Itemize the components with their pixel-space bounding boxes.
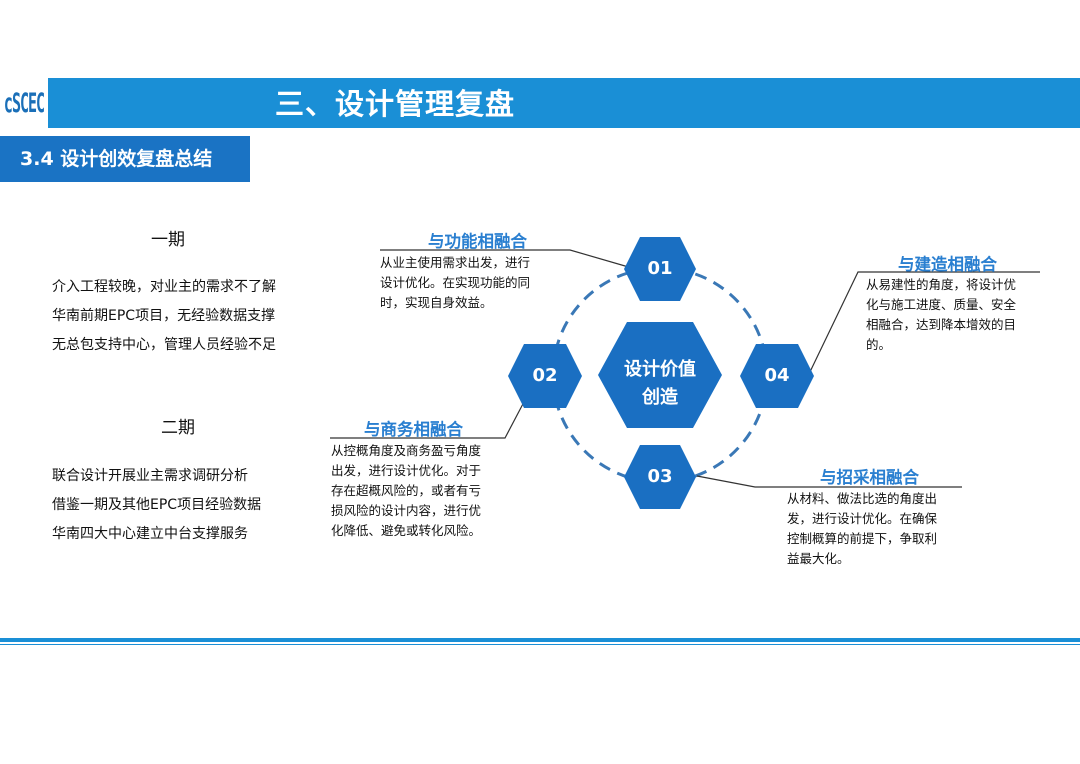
node-heading-01: 与功能相融合 (428, 232, 527, 251)
node-desc-03: 从材料、做法比选的角度出 发，进行设计优化。在确保 控制概算的前提下，争取利 益… (787, 491, 938, 566)
section-tab: 3.4 设计创效复盘总结 (0, 136, 250, 182)
footer-line-thin (0, 644, 1080, 645)
phase1-line: 华南前期EPC项目，无经验数据支撑 (52, 308, 276, 324)
hexagon-02 (508, 344, 582, 408)
connector-01 (380, 249, 633, 269)
node-heading-02: 与商务相融合 (364, 420, 463, 439)
phase2-line: 借鉴一期及其他EPC项目经验数据 (52, 497, 262, 513)
connector-03 (696, 475, 962, 488)
hexagon-03 (624, 445, 696, 509)
node-heading-03: 与招采相融合 (820, 468, 919, 487)
phase2-line: 华南四大中心建立中台支撑服务 (52, 526, 248, 542)
hexagon-01 (624, 237, 696, 301)
company-logo: cSCEC (0, 78, 50, 128)
node-desc-01: 从业主使用需求出发，进行 设计优化。在实现功能的同 时，实现自身效益。 (380, 255, 531, 310)
logo-text: cSCEC (3, 86, 45, 120)
phase1-line: 介入工程较晚，对业主的需求不了解 (52, 279, 276, 295)
node-desc-02: 从控概角度及商务盈亏角度 出发，进行设计优化。对于 存在超概风险的，或者有亏 损… (331, 443, 482, 538)
node-number-01: 01 (647, 258, 673, 279)
node-desc-04: 从易建性的角度，将设计优 化与施工进度、质量、安全 相融合，达到降本增效的目 的… (866, 277, 1017, 352)
center-label-line1: 设计价值 (624, 359, 696, 380)
phase2-line: 联合设计开展业主需求调研分析 (52, 468, 248, 484)
node-number-03: 03 (647, 466, 673, 487)
phase1-line: 无总包支持中心，管理人员经验不足 (52, 337, 276, 353)
node-number-02: 02 (532, 365, 558, 386)
connector-04 (807, 271, 1040, 377)
center-label-line2: 创造 (642, 387, 678, 408)
phase2-title: 二期 (161, 418, 195, 438)
footer-line-thick (0, 638, 1080, 642)
hexagon-04 (740, 344, 814, 408)
connector-02 (330, 399, 526, 439)
phase1-title: 一期 (151, 230, 185, 250)
page-title: 三、设计管理复盘 (275, 87, 516, 121)
center-hexagon (598, 322, 722, 428)
node-heading-04: 与建造相融合 (898, 255, 997, 274)
header-bar (0, 78, 1080, 128)
node-number-04: 04 (764, 365, 790, 386)
